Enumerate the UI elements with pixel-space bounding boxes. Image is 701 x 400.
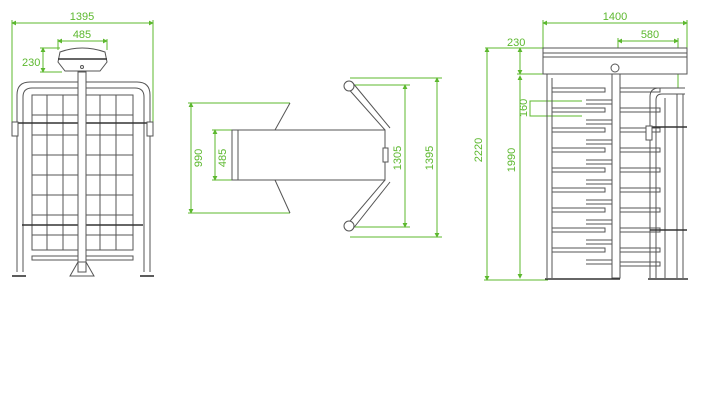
dim-depth-label: 990 [193,149,205,167]
dim-head-height-label: 230 [22,57,40,69]
dim-width-label: 1395 [70,11,94,23]
center-post [77,71,87,273]
dim-post-offset-label: 580 [641,29,659,41]
top-view: 990 485 1305 1395 [188,77,442,238]
dim-arm-span-label: 1305 [392,146,404,170]
side-bars [552,87,661,267]
top-body [231,129,386,181]
dim-side-width-label: 1400 [603,11,627,23]
side-view: 1400 580 230 2220 1990 160 [473,11,688,281]
front-view: 1395 485 230 [11,11,154,277]
dim-head-width-label: 485 [73,29,91,41]
dim-overall-label: 1395 [424,146,436,170]
dim-total-height-label: 2220 [473,138,485,162]
dim-top-height-label: 230 [507,37,525,49]
dim-bar-spacing-label: 160 [518,99,530,117]
dim-passage-height-label: 1990 [506,148,518,172]
dim-body-depth-label: 485 [217,149,229,167]
side-rotor-post [611,73,621,279]
